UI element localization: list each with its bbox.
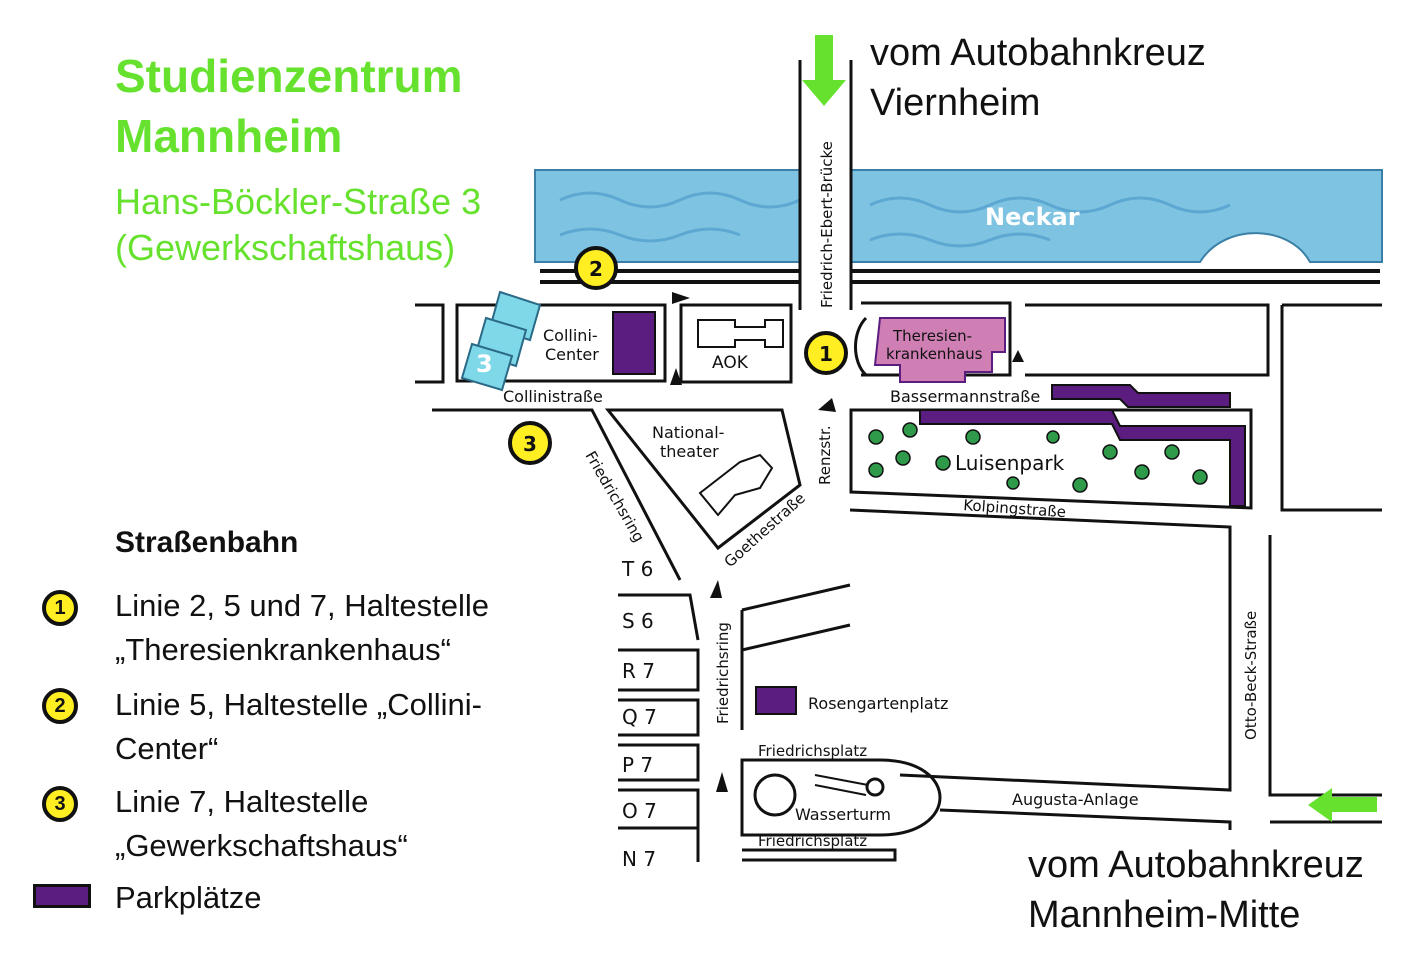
legend-heading: Straßenbahn — [115, 526, 299, 559]
quadrate-label: R 7 — [622, 659, 655, 683]
direction-arrows — [670, 292, 1024, 792]
collini-label-line-1: Collini- — [543, 326, 598, 345]
street-renzstrasse: Renzstr. — [816, 425, 834, 485]
quadrate-label: O 7 — [622, 799, 657, 823]
tree-icon — [868, 429, 884, 445]
luisenpark-label: Luisenpark — [955, 451, 1065, 475]
legend-stop-3-badge: 3 — [42, 786, 78, 822]
theresien-label-line-2: krankenhaus — [886, 345, 983, 363]
legend-stop-2-badge: 2 — [42, 688, 78, 724]
nationaltheater-label-line-1: National- — [652, 423, 724, 442]
arrow-icon — [672, 292, 690, 304]
arrow-icon — [710, 580, 722, 598]
wasserturm-label: Wasserturm — [795, 805, 891, 824]
tree-icon — [1102, 444, 1118, 460]
tree-icon — [1072, 477, 1088, 493]
arrow-from-north-icon — [802, 35, 846, 106]
address-line-1: Hans-Böckler-Straße 3 — [115, 181, 482, 222]
nationaltheater-label-line-2: theater — [660, 442, 719, 461]
tram-stop-3: 3 — [508, 421, 552, 465]
aok-building — [697, 319, 784, 348]
legend-item-3-line-1: Linie 7, Haltestelle — [115, 784, 369, 819]
building-badge: 3 — [476, 350, 493, 378]
theresien-label-line-1: Theresien- — [892, 327, 972, 345]
arrival-north-line-1: vom Autobahnkreuz — [870, 32, 1206, 74]
arrow-icon — [818, 398, 836, 412]
legend-item-2-line-2: Center“ — [115, 731, 219, 766]
legend-item-3-line-2: „Gewerkschaftshaus“ — [115, 828, 408, 863]
arrow-from-east-icon — [1308, 788, 1377, 822]
quadrate-label: S 6 — [622, 609, 654, 633]
street-otto-beck-strasse: Otto-Beck-Straße — [1242, 611, 1260, 740]
theresienkrankenhaus-building — [873, 317, 1006, 383]
tree-icon — [1046, 430, 1060, 444]
neckar-label: Neckar — [985, 203, 1080, 231]
parking-areas — [612, 311, 1246, 715]
title-line-2: Mannheim — [115, 110, 343, 162]
street-goethestrasse: Goethestraße — [721, 489, 809, 571]
arrival-east-line-2: Mannheim-Mitte — [1028, 894, 1301, 936]
street-friedrichsring-vertical: Friedrichsring — [714, 622, 732, 724]
neckar-river — [534, 169, 1383, 263]
parking-luisenpark — [919, 409, 1246, 507]
legend-parking-swatch — [33, 884, 91, 908]
rosengartenplatz-label: Rosengartenplatz — [808, 694, 948, 713]
title-line-1: Studienzentrum — [115, 50, 463, 102]
arrival-east-line-1: vom Autobahnkreuz — [1028, 844, 1364, 886]
friedrichsplatz-bottom-label: Friedrichsplatz — [758, 832, 867, 850]
tram-stop-1-number: 1 — [819, 342, 833, 366]
tree-icon — [965, 429, 981, 445]
gewerkschaftshaus-building — [460, 290, 542, 392]
arrow-icon — [716, 772, 728, 792]
parking-collini — [612, 311, 656, 375]
tree-icon — [1192, 469, 1208, 485]
friedrichsplatz-top-label: Friedrichsplatz — [758, 742, 867, 760]
legend-item-2-line-1: Linie 5, Haltestelle „Collini- — [115, 687, 482, 722]
tree-icon — [935, 455, 951, 471]
quadrate-label: P 7 — [622, 753, 653, 777]
tree-icon — [1006, 476, 1020, 490]
tree-icon — [1164, 444, 1180, 460]
aok-label: AOK — [712, 353, 749, 373]
collini-label-line-2: Center — [545, 345, 599, 364]
legend-item-1-line-1: Linie 2, 5 und 7, Haltestelle — [115, 588, 489, 623]
legend-stop-1-badge: 1 — [42, 590, 78, 626]
nationaltheater-building — [698, 453, 774, 517]
quadrate-label: N 7 — [622, 847, 656, 871]
arrival-north-line-2: Viernheim — [870, 82, 1041, 124]
tree-icon — [868, 462, 884, 478]
street-collinistrasse: Collinistraße — [503, 387, 603, 406]
bridge-label: Friedrich-Ebert-Brücke — [818, 141, 836, 308]
quadrate-labels: T 6 S 6 R 7 Q 7 P 7 O 7 N 7 — [621, 557, 657, 871]
arrow-icon — [670, 368, 682, 385]
quadrate-label: T 6 — [621, 557, 653, 581]
address-line-2: (Gewerkschaftshaus) — [115, 227, 456, 268]
wasserturm-icon — [753, 773, 797, 817]
street-augusta-anlage: Augusta-Anlage — [1012, 790, 1139, 809]
tram-stop-3-number: 3 — [523, 432, 537, 456]
parking-rosengarten — [755, 686, 797, 715]
tram-stop-2: 2 — [574, 246, 618, 290]
street-bassermannstrasse: Bassermannstraße — [890, 387, 1040, 406]
luisenpark-trees — [868, 422, 1208, 493]
arrow-icon — [1012, 350, 1024, 362]
legend-item-1-line-2: „Theresienkrankenhaus“ — [115, 632, 452, 667]
tree-icon — [902, 422, 918, 438]
parking-bassermann — [1051, 384, 1231, 408]
quadrate-label: Q 7 — [622, 705, 657, 729]
tram-stop-1: 1 — [804, 331, 848, 375]
tree-icon — [1134, 464, 1150, 480]
legend-parking-label: Parkplätze — [115, 880, 262, 915]
tree-icon — [895, 450, 911, 466]
tram-stop-2-number: 2 — [589, 257, 603, 281]
